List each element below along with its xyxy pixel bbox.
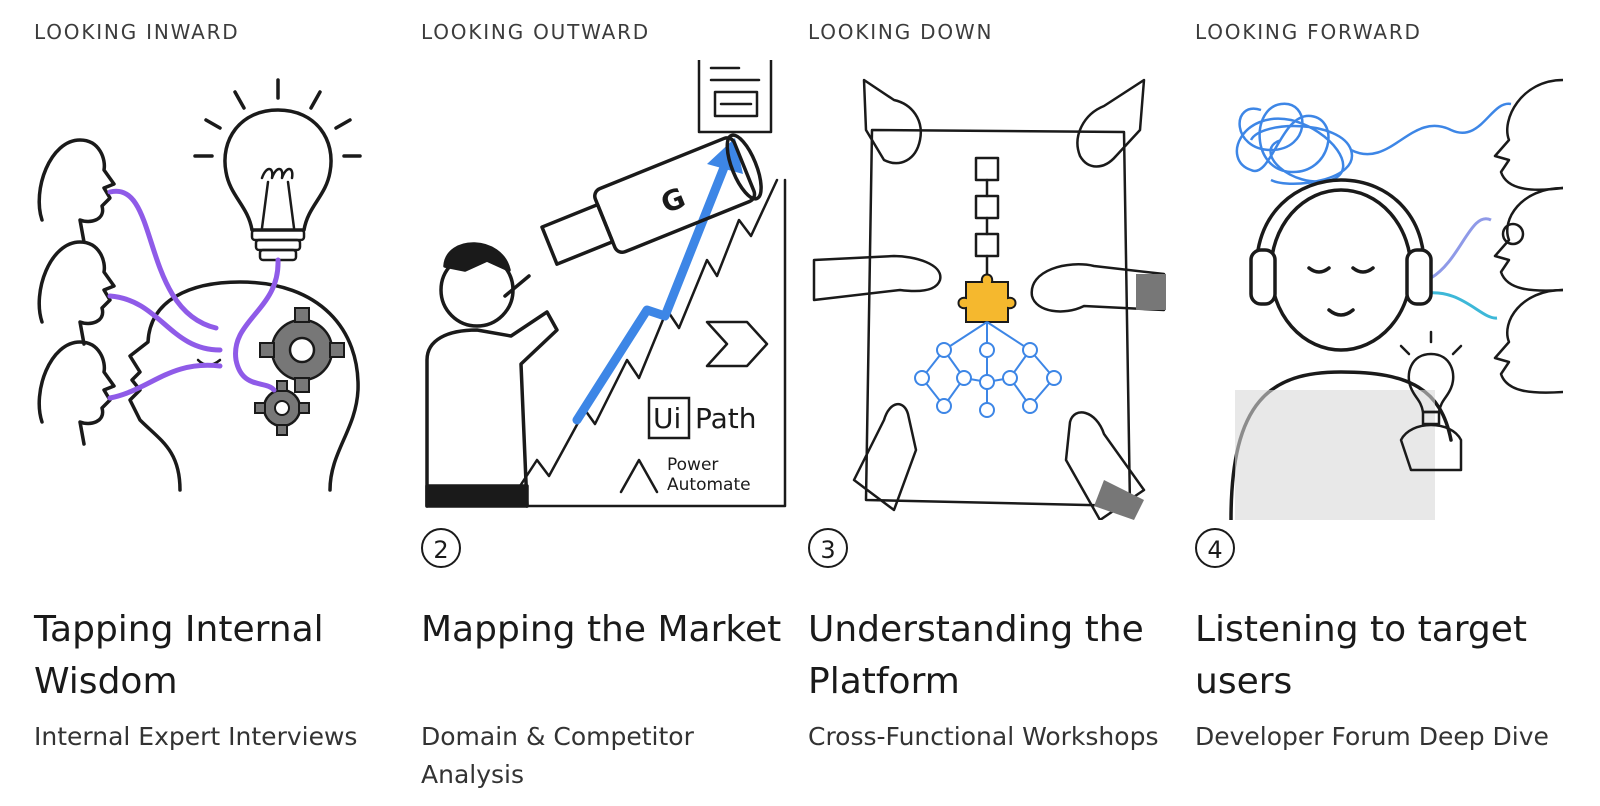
eyebrow-label: LOOKING DOWN [808, 20, 994, 44]
step-number-badge: 2 [421, 528, 461, 568]
card-looking-inward: LOOKING INWARD [34, 0, 414, 806]
power-automate-logo-power: Power [667, 455, 718, 475]
power-automate-arrow-icon [705, 320, 769, 368]
headphones-listener-icon [1191, 60, 1563, 520]
card-title: Understanding the Platform [808, 609, 1144, 702]
telescope-growth-chart-icon: G Ui Path Power Autom [417, 60, 789, 520]
eyebrow-label: LOOKING FORWARD [1195, 20, 1422, 44]
power-automate-logo-automate: Automate [667, 475, 751, 495]
eyebrow-label: LOOKING INWARD [34, 20, 240, 44]
card-subtitle: Domain & Competitor Analysis [421, 722, 694, 789]
card-title: Listening to target users [1195, 609, 1528, 702]
uipath-logo-path: Path [695, 402, 757, 435]
google-logo-letter: G [656, 181, 690, 220]
eyebrow-label: LOOKING OUTWARD [421, 20, 651, 44]
card-title: Mapping the Market [421, 609, 782, 650]
step-number-badge: 4 [1195, 528, 1235, 568]
card-subtitle: Internal Expert Interviews [34, 722, 358, 751]
head-lightbulb-gears-icon [30, 60, 402, 520]
card-subtitle: Developer Forum Deep Dive [1195, 722, 1549, 751]
card-title: Tapping Internal Wisdom [34, 609, 324, 702]
card-looking-outward: LOOKING OUTWARD [421, 0, 801, 806]
step-number-badge: 3 [808, 528, 848, 568]
card-looking-down: LOOKING DOWN [808, 0, 1188, 806]
uipath-logo-ui: Ui [653, 402, 681, 435]
card-subtitle: Cross-Functional Workshops [808, 722, 1159, 751]
hands-puzzle-board-icon [804, 60, 1176, 520]
card-looking-forward: LOOKING FORWARD [1195, 0, 1575, 806]
